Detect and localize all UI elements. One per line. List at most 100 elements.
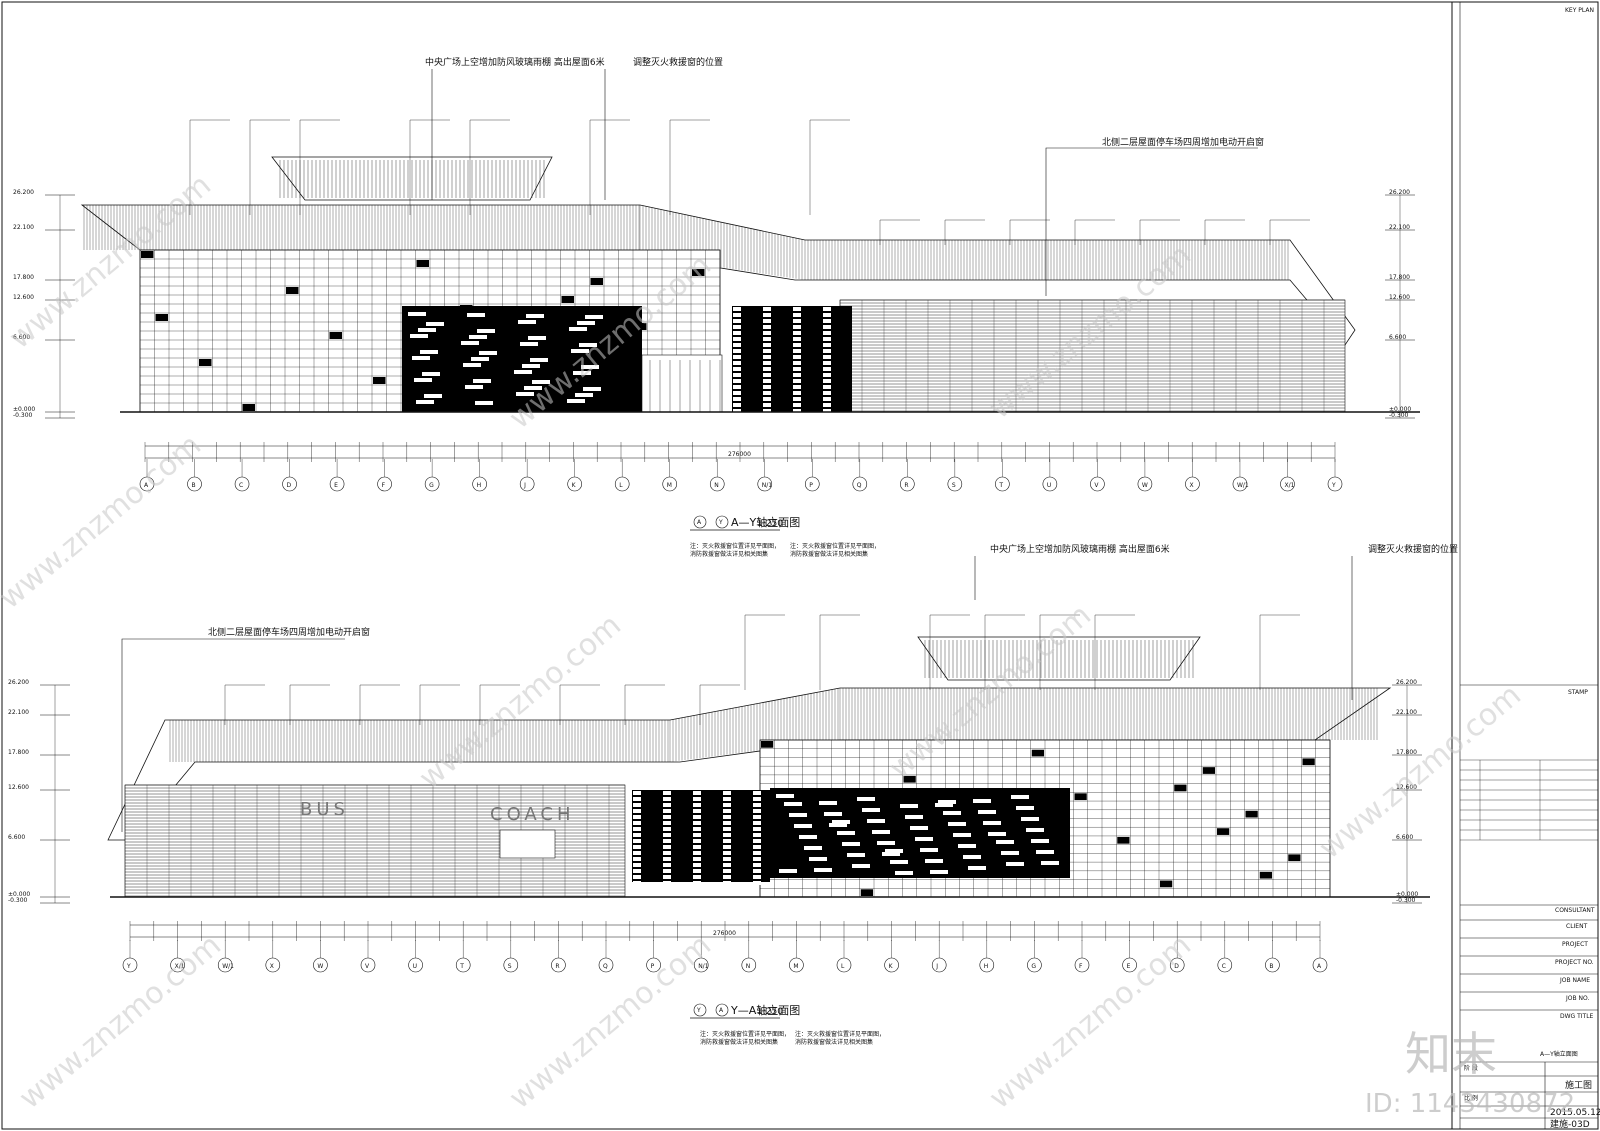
dark-panel-checker-bottom — [632, 790, 770, 885]
glass-canopy — [271, 156, 553, 201]
footnote-bottom-2b: 消防救援窗做法详见相关图集 — [795, 1038, 873, 1046]
annotation-leaders — [189, 119, 1310, 245]
axis-label: L — [841, 963, 845, 970]
axis-label: X/1 — [1284, 482, 1294, 489]
axis-label: A — [144, 482, 149, 489]
axis-label: S — [952, 482, 956, 489]
level-label: 6.600 — [13, 334, 30, 341]
level-label: -0.300 — [1389, 412, 1409, 419]
axis-label: B — [1269, 963, 1273, 970]
level-label: 6.600 — [1389, 334, 1406, 341]
level-label: 12.600 — [8, 784, 29, 791]
dark-panel-checker — [732, 306, 852, 413]
level-label: -0.300 — [1396, 897, 1416, 904]
axis-label: N — [714, 482, 719, 489]
title-text: A—Y轴立面图 — [731, 515, 800, 529]
level-label: 26.200 — [8, 679, 29, 686]
level-label: 12.600 — [13, 294, 34, 301]
level-label: 6.600 — [8, 834, 25, 841]
dwg-title-label: DWG TITLE — [1560, 1013, 1594, 1020]
level-label: ±0.000 — [13, 406, 35, 413]
axis-label: G — [1031, 963, 1036, 970]
footnote-bottom-1: 注：灭火救援窗位置详见平面图， — [700, 1030, 790, 1038]
axis-label: E — [1127, 963, 1131, 970]
axis-label: W/1 — [1237, 482, 1249, 489]
axis-label: P — [809, 482, 813, 489]
footnote-bottom-2: 消防救援窗做法详见相关图集 — [700, 1038, 778, 1046]
phase-value: 施工图 — [1565, 1079, 1592, 1091]
project-no-label: PROJECT NO. — [1555, 959, 1594, 966]
drawing-no-value: 建施-03D — [1550, 1118, 1590, 1130]
total-dimension: 276000 — [713, 930, 736, 937]
level-label: 17.800 — [1389, 274, 1410, 281]
level-label: -0.300 — [8, 897, 28, 904]
title-text-bottom: Y—A轴立面图 — [730, 1003, 800, 1017]
dimension-chain: 276000 — [144, 442, 1336, 462]
svg-text:Y: Y — [696, 1007, 701, 1014]
axis-label: Q — [603, 963, 608, 970]
watermark-site-9: www.znzmo.com — [503, 928, 718, 1117]
coach-sign: COACH — [490, 804, 575, 825]
stamp-label: STAMP — [1568, 689, 1588, 696]
note-canopy-bottom: 中央广场上空增加防风玻璃雨棚 高出屋面6米 — [990, 543, 1170, 555]
axis-label: U — [1047, 482, 1051, 489]
facade-right-louvers — [839, 299, 1346, 413]
title-block: KEY PLAN STAMP CONSULTANT CLIENT PROJECT… — [1451, 2, 1600, 1130]
roof-band — [80, 204, 1356, 346]
axis-label: H — [984, 963, 989, 970]
axis-label: M — [667, 482, 672, 489]
watermark-site-10: www.znzmo.com — [983, 928, 1198, 1117]
axis-label: N/1 — [698, 963, 709, 970]
svg-text:A: A — [719, 1007, 724, 1014]
axis-label: H — [477, 482, 482, 489]
axis-label: K — [572, 482, 577, 489]
svg-text:Y: Y — [718, 519, 723, 526]
client-label: CLIENT — [1566, 923, 1588, 930]
stage-label: 阶 段 — [1464, 1064, 1478, 1072]
axis-label: J — [523, 482, 526, 489]
level-label: 22.100 — [1396, 709, 1417, 716]
axis-label: N/1 — [762, 482, 773, 489]
dark-panel-main — [402, 306, 642, 412]
axis-label: D — [287, 482, 292, 489]
revision-table — [1460, 759, 1598, 841]
axis-label: D — [1174, 963, 1179, 970]
axis-label: J — [935, 963, 938, 970]
footnote-1b: 注：灭火救援窗位置详见平面图， — [790, 542, 880, 550]
sheet-title-text: A—Y轴立面图 — [1540, 1050, 1578, 1058]
level-label: 17.800 — [1396, 749, 1417, 756]
axis-label: A — [1317, 963, 1322, 970]
level-label: 26.200 — [13, 189, 34, 196]
axis-label: G — [429, 482, 434, 489]
axis-label: F — [382, 482, 386, 489]
level-label: 17.800 — [8, 749, 29, 756]
annotation-leaders-bottom — [224, 614, 1300, 725]
axis-label: X/1 — [175, 963, 185, 970]
level-label: 26.200 — [1389, 189, 1410, 196]
side-entrance — [499, 829, 556, 859]
axis-label: Y — [126, 963, 131, 970]
level-label: 26.200 — [1396, 679, 1417, 686]
level-label: 6.600 — [1396, 834, 1413, 841]
level-label: 22.100 — [13, 224, 34, 231]
axis-label: U — [413, 963, 417, 970]
scale-text-bottom: 1:250 — [757, 1007, 783, 1017]
dimension-chain-bottom: 276000 — [129, 921, 1321, 941]
axis-label: V — [365, 963, 370, 970]
bus-sign: BUS — [300, 799, 349, 820]
key-plan-label: KEY PLAN — [1565, 7, 1594, 14]
level-label: 17.800 — [13, 274, 34, 281]
watermark-site-8: www.znzmo.com — [13, 928, 228, 1117]
axis-label: P — [651, 963, 655, 970]
consultant-label: CONSULTANT — [1555, 907, 1595, 914]
axis-label: B — [192, 482, 196, 489]
axis-label: S — [508, 963, 512, 970]
axis-label: L — [619, 482, 623, 489]
footnote-2: 消防救援窗做法详见相关图集 — [690, 550, 768, 558]
axis-label: X — [1189, 482, 1193, 489]
axis-label: X — [270, 963, 274, 970]
note-fire-window: 调整灭火救援窗的位置 — [633, 56, 723, 68]
